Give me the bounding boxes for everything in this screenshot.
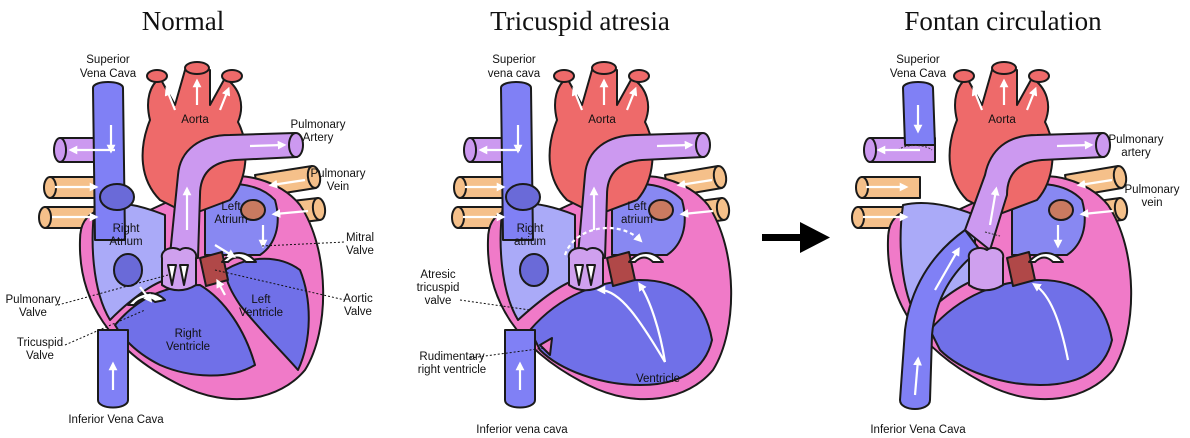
label-svc: Superior Vena Cava bbox=[80, 54, 137, 80]
tricuspid-label-line2: Valve bbox=[26, 350, 54, 362]
atresia-label-ra: Right atrium bbox=[514, 223, 546, 248]
rv-label-line1: Right bbox=[175, 328, 203, 340]
aortic-valve bbox=[200, 252, 228, 286]
title-normal: Normal bbox=[142, 6, 224, 36]
fontan-heart: Superior Vena Cava Aorta Pulmonary arter… bbox=[852, 54, 1180, 436]
aortic-label-line1: Aortic bbox=[343, 293, 373, 305]
fontan-label-pv: Pulmonary vein bbox=[1125, 184, 1180, 209]
fontan-pv-label-line1: Pulmonary bbox=[1125, 184, 1180, 196]
svc-opening bbox=[100, 184, 134, 210]
atresia-la-label-line2: atrium bbox=[621, 214, 653, 226]
pv-label-line2: Vein bbox=[327, 181, 349, 193]
atresia-ra-label-line1: Right bbox=[517, 223, 545, 235]
atresia-heart: Superior vena cava Aorta Left atrium Rig… bbox=[417, 54, 732, 436]
mitral-label-line2: Valve bbox=[346, 245, 374, 257]
rudimentary-label-line1: Rudimentary bbox=[419, 351, 484, 363]
atresia-ra-label-line2: atrium bbox=[514, 236, 546, 248]
aortic-label-line2: Valve bbox=[344, 306, 372, 318]
transition-arrow bbox=[762, 222, 830, 253]
label-ra: Right Atrium bbox=[109, 223, 142, 248]
atresic-label-line2: tricuspid bbox=[417, 282, 460, 294]
fontan-label-svc: Superior Vena Cava bbox=[890, 54, 947, 80]
fontan-svc-label-line1: Superior bbox=[896, 54, 940, 66]
la-label-line1: Left bbox=[221, 201, 241, 213]
title-fontan-circulation: Fontan circulation bbox=[904, 6, 1102, 36]
pv-label-line1: Pulmonary bbox=[311, 168, 366, 180]
ivc-label: Inferior Vena Cava bbox=[68, 414, 164, 426]
la-label-line2: Atrium bbox=[214, 214, 247, 226]
superior-vena-cava bbox=[93, 82, 125, 240]
fontan-aorta-label: Aorta bbox=[988, 114, 1016, 126]
atresic-label-line3: valve bbox=[425, 295, 452, 307]
atresia-la-label-line1: Left bbox=[627, 201, 647, 213]
pa-label-line1: Pulmonary bbox=[291, 119, 346, 131]
tricuspid-label-line1: Tricuspid bbox=[17, 337, 63, 349]
ra-label-line1: Right bbox=[113, 223, 141, 235]
fontan-svc-label-line2: Vena Cava bbox=[890, 68, 947, 80]
aorta-label: Aorta bbox=[181, 114, 209, 126]
pulm-valve-label-line1: Pulmonary bbox=[6, 294, 61, 306]
svc-label-line2: Vena Cava bbox=[80, 68, 137, 80]
normal-heart: Superior Vena Cava Aorta Pulmonary Arter… bbox=[6, 54, 375, 426]
atresia-label-svc: Superior vena cava bbox=[488, 54, 541, 80]
svc-label-line1: Superior bbox=[86, 54, 130, 66]
atresia-svc-label-line1: Superior bbox=[492, 54, 536, 66]
fontan-pv-label-line2: vein bbox=[1141, 197, 1162, 209]
rudimentary-label-line2: right ventricle bbox=[418, 364, 486, 376]
mitral-label-line1: Mitral bbox=[346, 232, 374, 244]
ivc-opening bbox=[114, 254, 142, 286]
atresic-label-line1: Atresic bbox=[420, 269, 455, 281]
pa-label-line2: Artery bbox=[303, 132, 334, 144]
atresia-svc-label-line2: vena cava bbox=[488, 68, 541, 80]
ra-label-line2: Atrium bbox=[109, 236, 142, 248]
title-tricuspid-atresia: Tricuspid atresia bbox=[490, 6, 670, 36]
atresia-ivc-label: Inferior vena cava bbox=[476, 424, 568, 436]
pulmonary-valve bbox=[162, 248, 196, 290]
rv-label-line2: Ventricle bbox=[166, 341, 210, 353]
fontan-ivc-label: Inferior Vena Cava bbox=[870, 424, 966, 436]
fontan-label-pa: Pulmonary artery bbox=[1109, 134, 1164, 159]
lv-label-line1: Left bbox=[251, 294, 271, 306]
fontan-pa-label-line2: artery bbox=[1121, 147, 1151, 159]
fontan-pa-label-line1: Pulmonary bbox=[1109, 134, 1164, 146]
atresia-ventricle-label: Ventricle bbox=[636, 373, 680, 385]
atresia-superior-vena-cava bbox=[501, 82, 533, 240]
lv-label-line2: Ventricle bbox=[239, 307, 283, 319]
pulm-valve-label-line2: Valve bbox=[19, 307, 47, 319]
atresia-aorta-label: Aorta bbox=[588, 114, 616, 126]
